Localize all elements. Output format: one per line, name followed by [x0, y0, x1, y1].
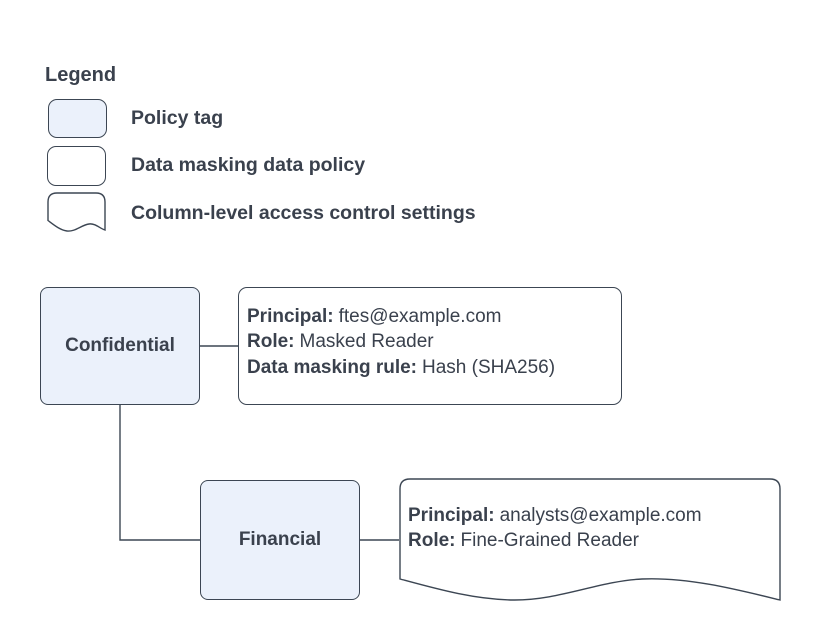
column-access-document-swatch	[47, 192, 106, 232]
policy-tag-node-financial: Financial	[200, 480, 360, 600]
policy-line-principal: Principal:ftes@example.com	[247, 306, 502, 327]
column-access-settings-shape	[399, 478, 781, 601]
legend-label-data-masking-policy: Data masking data policy	[131, 154, 366, 176]
document-line-role: Role:Fine-Grained Reader	[408, 530, 639, 552]
column-access-settings-text: Principal:analysts@example.com Role:Fine…	[408, 503, 702, 554]
connector-confidential-to-financial	[119, 405, 200, 541]
policy-line-masking-rule: Data masking rule:Hash (SHA256)	[247, 356, 556, 378]
data-masking-policy-text: Principal:ftes@example.com Role:Masked R…	[247, 304, 555, 380]
legend-title: Legend	[45, 64, 117, 86]
policy-tag-node-confidential: Confidential	[40, 287, 200, 405]
legend-label-column-access: Column-level access control settings	[131, 202, 476, 224]
policy-line-role: Role:Masked Reader	[247, 331, 434, 353]
data-masking-policy-box	[238, 287, 622, 405]
legend-label-policy-tag: Policy tag	[131, 107, 224, 129]
document-line-principal: Principal:analysts@example.com	[408, 505, 702, 526]
data-masking-policy-swatch	[47, 146, 106, 186]
policy-tag-swatch	[48, 99, 107, 138]
